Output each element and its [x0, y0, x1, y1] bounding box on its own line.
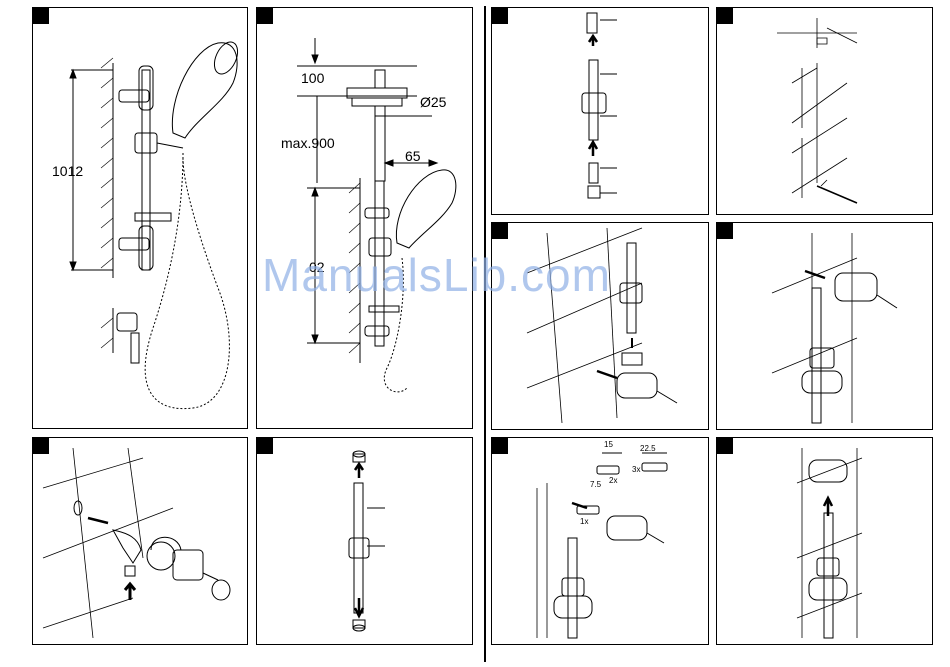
- step-panel-4: [716, 7, 933, 215]
- dimension-7-5: 7.5: [590, 480, 601, 489]
- dimension-height: 1012: [52, 163, 83, 179]
- watermark: ManualsLib.com: [262, 248, 611, 302]
- step-badge: [257, 438, 273, 454]
- step-panel-6: [256, 437, 473, 645]
- rail-parts-illustration: [257, 438, 472, 644]
- bracket-fixing-illustration: [717, 223, 932, 429]
- drilling-illustration: [717, 8, 932, 214]
- step-panel-3: [491, 7, 709, 215]
- page-divider: [484, 6, 486, 662]
- dimension-15: 15: [604, 440, 613, 449]
- rail-exploded-illustration: [492, 8, 708, 214]
- step-badge: [33, 438, 49, 454]
- step-panel-10: [716, 437, 933, 645]
- step-badge: [717, 223, 733, 239]
- dimension-diameter: Ø25: [420, 94, 446, 110]
- quantity-3x: 3x: [632, 465, 640, 474]
- dimension-offset: 65: [405, 148, 421, 164]
- dimension-22-5: 22.5: [640, 444, 656, 453]
- quantity-2x: 2x: [609, 476, 617, 485]
- step-badge: [717, 8, 733, 24]
- step-badge: [492, 223, 508, 239]
- step-badge: [717, 438, 733, 454]
- step-badge: [492, 8, 508, 24]
- quantity-1x: 1x: [580, 517, 588, 526]
- step-panel-9: 15 22.5 7.5 1x 2x 3x: [491, 437, 709, 645]
- step-badge: [492, 438, 508, 454]
- step-panel-8: [716, 222, 933, 430]
- step-badge: [33, 8, 49, 24]
- dimension-max: max.900: [281, 135, 335, 151]
- step-panel-2: 100 Ø25 max.900 65 02: [256, 7, 473, 429]
- step-panel-5: [32, 437, 248, 645]
- step-panel-1: 1012: [32, 7, 248, 429]
- step-badge: [257, 8, 273, 24]
- outlet-installation-illustration: [33, 438, 247, 644]
- dimension-illustration: [257, 8, 472, 428]
- rail-assembly-illustration: [33, 8, 247, 428]
- final-assembly-illustration: [717, 438, 932, 644]
- dimension-top: 100: [301, 70, 324, 86]
- shims-illustration: [492, 438, 708, 644]
